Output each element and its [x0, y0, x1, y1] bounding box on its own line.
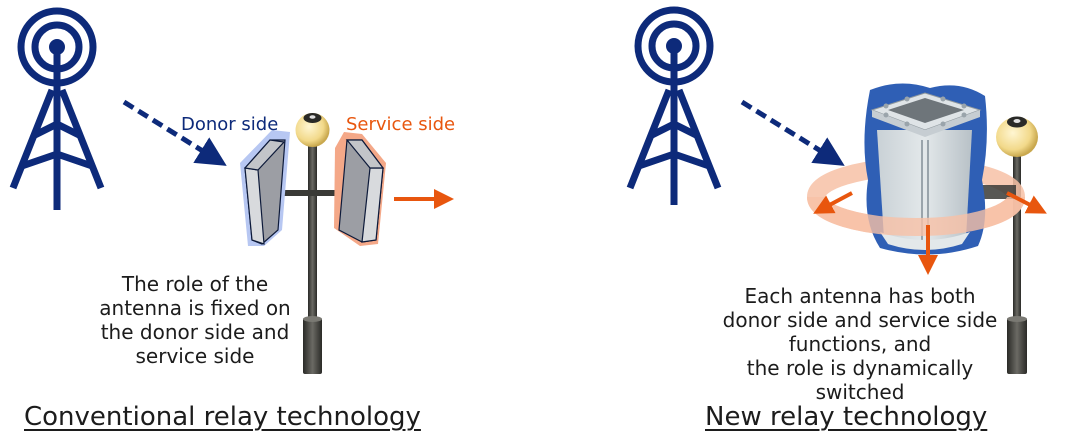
- output-arrow-right-icon: [1006, 191, 1047, 214]
- caption-line: Each antenna has both: [744, 284, 976, 308]
- output-arrow-left-icon: [813, 191, 853, 214]
- cell-tower-icon: [626, 6, 722, 205]
- conventional-caption: The role of the antenna is fixed on the …: [90, 272, 300, 368]
- dashed-signal-arrow-icon: [122, 99, 227, 166]
- multi-face-relay-antenna: [864, 83, 987, 255]
- caption-line: switched: [815, 380, 905, 404]
- service-side-label: Service side: [346, 114, 456, 135]
- caption-line: The role of the: [121, 272, 269, 296]
- street-lamp-pole: [275, 113, 351, 374]
- caption-line: antenna is fixed on: [99, 296, 291, 320]
- caption-line: service side: [135, 344, 255, 368]
- caption-line: donor side and service side: [722, 308, 998, 332]
- caption-line: the donor side and: [100, 320, 290, 344]
- conventional-title: Conventional relay technology: [24, 402, 421, 432]
- service-antenna-panel: [334, 132, 386, 246]
- new-relay-title: New relay technology: [705, 402, 988, 432]
- new-relay-caption: Each antenna has both donor side and ser…: [700, 284, 1020, 404]
- donor-side-label: Donor side: [181, 114, 279, 135]
- caption-line: the role is dynamically: [746, 356, 974, 380]
- dashed-signal-arrow-icon: [740, 99, 845, 166]
- caption-line: functions, and: [788, 332, 932, 356]
- cell-tower-icon: [9, 7, 105, 210]
- street-lamp-pole: [996, 116, 1038, 374]
- donor-antenna-panel: [240, 130, 290, 246]
